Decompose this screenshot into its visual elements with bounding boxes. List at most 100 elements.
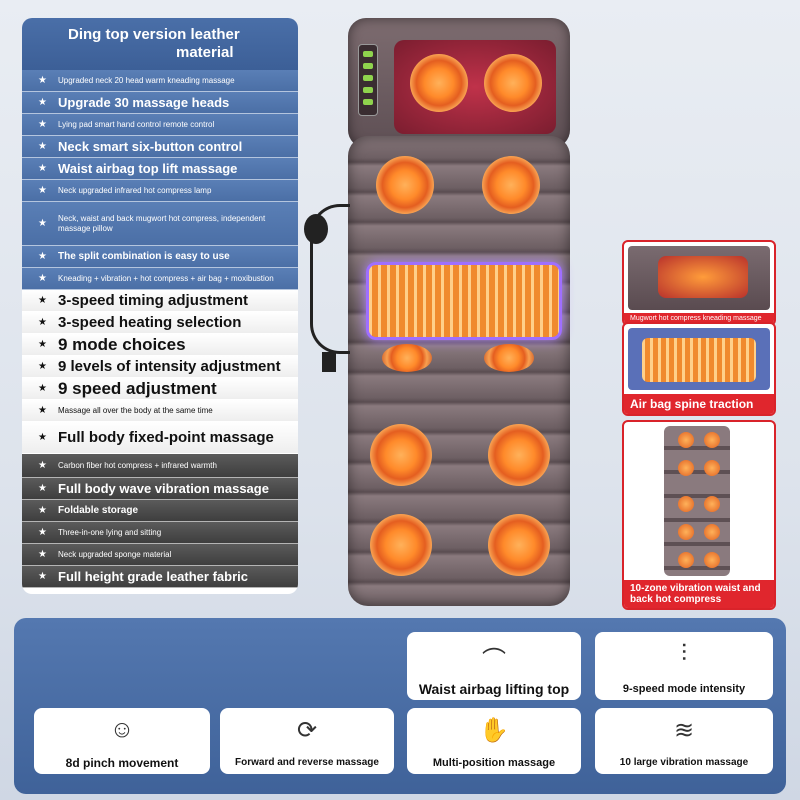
callout-vibration-image [664, 426, 730, 576]
feature-item: ★ Full height grade leather fabric [22, 566, 298, 588]
star-icon: ★ [38, 549, 47, 560]
star-icon: ★ [38, 75, 47, 86]
feature-item: ★ Full body wave vibration massage [22, 478, 298, 500]
kneading-node [410, 54, 468, 112]
callout-airbag-label: Air bag spine traction [624, 394, 774, 414]
star-icon: ★ [38, 119, 47, 130]
wave-icon: ≋ [673, 717, 695, 744]
feature-item: ★ Waist airbag top lift massage [22, 158, 298, 180]
feature-item-text: 9 speed adjustment [58, 378, 217, 398]
feature-item-text: Full height grade leather fabric [58, 568, 248, 584]
feature-item: ★9 mode choices [22, 334, 298, 356]
feature-item-text: 3-speed timing adjustment [58, 291, 249, 309]
feature-item-text: Neck upgraded sponge material [58, 549, 172, 559]
feature-item-text: Full body wave vibration massage [58, 480, 269, 496]
callout-pillow-image [628, 246, 770, 310]
feature-item: ★Kneading + vibration + hot compress + a… [22, 268, 298, 290]
feature-item: ★Carbon fiber hot compress + infrared wa… [22, 454, 298, 478]
massage-mattress-illustration [300, 14, 610, 614]
feature-item: ★ 9 levels of intensity adjustment [22, 356, 298, 378]
feature-tile: ☺8d pinch movement [34, 708, 210, 774]
feature-item: ★ 3-speed timing adjustment [22, 290, 298, 312]
title-line-2: material [176, 44, 234, 61]
star-icon: ★ [38, 361, 47, 372]
star-icon: ★ [38, 383, 47, 394]
rotate-icon: ⟳ [296, 717, 318, 744]
hands-icon: ✋ [479, 717, 509, 744]
star-icon: ★ [38, 163, 47, 174]
kneading-node [484, 54, 542, 112]
star-icon: ★ [38, 432, 47, 443]
title-line-1: Ding top version leather [68, 26, 240, 43]
feature-item: ★ Neck, waist and back mugwort hot compre… [22, 202, 298, 246]
feature-item-text: The split combination is easy to use [58, 250, 230, 262]
feature-item-text: 9 levels of intensity adjustment [58, 357, 281, 375]
feature-item: ★ Upgraded neck 20 head warm kneading mas… [22, 70, 298, 92]
feature-list: Ding top version leather material ★ Upgra… [22, 18, 298, 594]
massage-node [484, 344, 534, 372]
massage-node [488, 514, 550, 576]
massage-node [376, 156, 434, 214]
star-icon: ★ [38, 218, 47, 229]
feature-item-text: 3-speed heating selection [58, 313, 242, 331]
star-icon: ★ [38, 97, 47, 108]
feature-tile: ⟳ Forward and reverse massage [220, 708, 394, 774]
feature-item: ★ Full body fixed-point massage [22, 422, 298, 454]
air-pump-bulb [304, 214, 328, 244]
star-icon: ★ [38, 571, 47, 582]
feature-item: ★ Neck upgraded sponge material [22, 544, 298, 566]
feature-item-text: Neck upgraded infrared hot compress lamp [58, 185, 212, 195]
star-icon: ★ [38, 483, 47, 494]
massage-node [488, 424, 550, 486]
feature-item-text: Neck smart six-button control [58, 138, 243, 154]
feature-item: ★ Massage all over the body at the same t… [22, 400, 298, 422]
pillow-control-panel [358, 44, 378, 116]
callout-pillow: Mugwort hot compress kneading massage [622, 240, 776, 326]
feature-tile: ⫶ 9-speed mode intensity [595, 632, 773, 700]
feature-item-text: Lying pad smart hand control remote cont… [58, 119, 215, 129]
massage-node [382, 344, 432, 372]
star-icon: ★ [38, 185, 47, 196]
star-icon: ★ [38, 295, 47, 306]
neck-pillow [348, 18, 570, 148]
star-icon: ★ [38, 527, 47, 538]
star-icon: ★ [38, 317, 47, 328]
feature-tile-label: 9-speed mode intensity [622, 683, 746, 695]
feature-item-text: Massage all over the body at the same ti… [58, 405, 213, 415]
feature-item-text: Upgraded neck 20 head warm kneading mass… [58, 75, 235, 85]
feature-tile: ≋ 10 large vibration massage [595, 708, 773, 774]
feature-tile: ⌒Waist airbag lifting top [407, 632, 581, 700]
massage-node [482, 156, 540, 214]
star-icon: ★ [38, 460, 47, 471]
massage-node [370, 424, 432, 486]
callout-pillow-label: Mugwort hot compress kneading massage [624, 313, 774, 324]
star-icon: ★ [38, 251, 47, 262]
feature-item-text: Three-in-one lying and sitting [58, 527, 162, 537]
feature-tiles-panel: ⌒Waist airbag lifting top ⫶ 9-speed mode i… [14, 618, 786, 794]
star-icon: ★ [38, 339, 47, 350]
feature-item-text: Upgrade 30 massage heads [58, 94, 230, 110]
star-icon: ★ [38, 273, 47, 284]
feature-item-text: Neck, waist and back mugwort hot compres… [58, 213, 266, 233]
callout-airbag-image [628, 328, 770, 390]
feature-item: ★ Neck smart six-button control [22, 136, 298, 158]
person-icon: ☺ [109, 716, 135, 743]
feature-item-text: Waist airbag top lift massage [58, 160, 238, 176]
feature-tile-label: Multi-position massage [432, 757, 556, 769]
star-icon: ★ [38, 405, 47, 416]
neck-heat-zone [394, 40, 556, 134]
feature-item: ★ Upgrade 30 massage heads [22, 92, 298, 114]
feature-rows: ★ Upgraded neck 20 head warm kneading mas… [22, 70, 298, 588]
feature-tile-label: Forward and reverse massage [235, 757, 379, 768]
feature-item: ★Foldable storage [22, 500, 298, 522]
feature-item: ★ 3-speed heating selection [22, 312, 298, 334]
feature-tile-label: 10 large vibration massage [619, 757, 749, 768]
feature-item-text: Full body fixed-point massage [58, 428, 274, 446]
speed-bars-icon: ⫶ [681, 640, 687, 667]
feature-list-title: Ding top version leather material [22, 18, 298, 70]
airbag-icon: ⌒ [482, 647, 506, 674]
feature-item-text: Foldable storage [58, 504, 139, 516]
feature-item: ★ 9 speed adjustment [22, 378, 298, 400]
star-icon: ★ [38, 141, 47, 152]
massage-node [370, 514, 432, 576]
